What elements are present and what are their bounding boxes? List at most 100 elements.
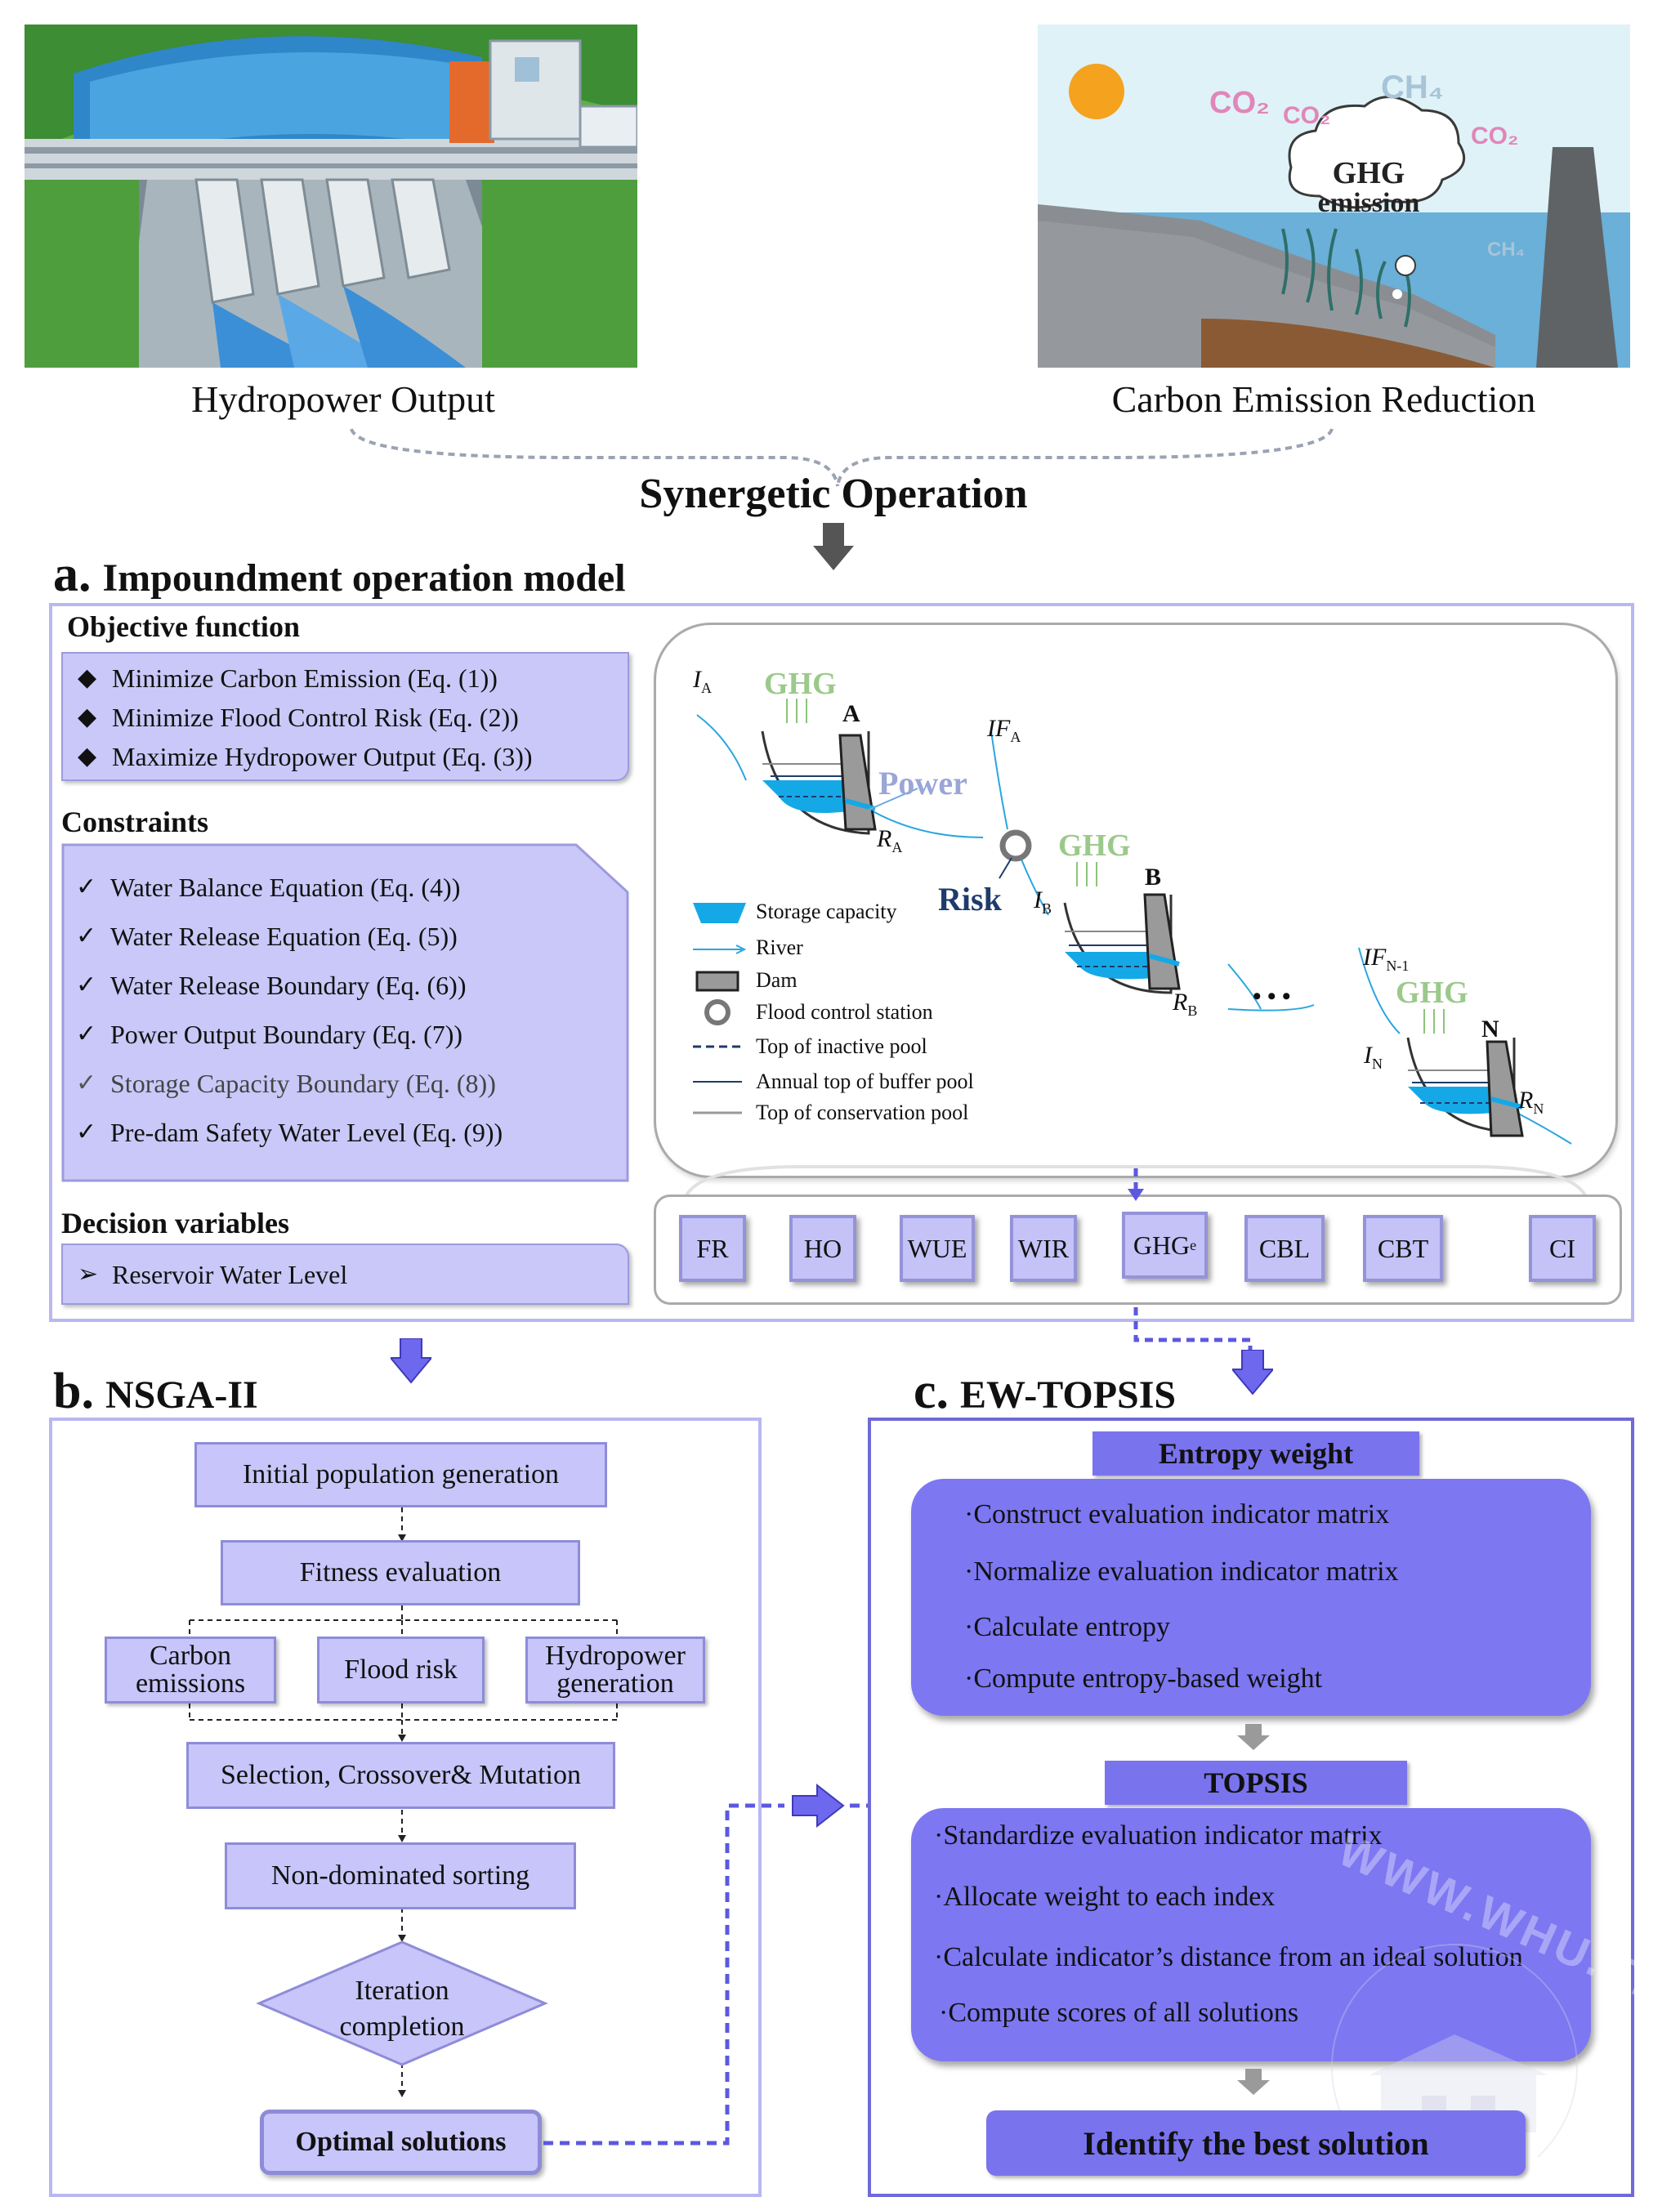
non-dominated-sorting-box: Non-dominated sorting: [225, 1842, 576, 1909]
indicator-arc: [685, 1165, 1587, 1197]
topsis-step: ·Compute scores of all solutions: [939, 1998, 1299, 2028]
entropy-step: ·Calculate entropy: [964, 1612, 1171, 1642]
iteration-completion-diamond: Iteration completion: [259, 1973, 545, 2045]
flow-label-in: IN: [1364, 1042, 1383, 1073]
nsga-flow-connectors: [189, 1507, 618, 2097]
topsis-step: ·Allocate weight to each index: [934, 1882, 1276, 1912]
power-label: Power: [878, 765, 967, 802]
legend-buffer-pool: Annual top of buffer pool: [756, 1069, 974, 1093]
objective-title: Objective function: [67, 610, 300, 643]
objective-item: Maximize Hydropower Output (Eq. (3)): [112, 742, 533, 771]
connector-b-to-c: [543, 1783, 878, 2146]
cloud-label-emission: emission: [1317, 188, 1420, 218]
flow-label-rb: RB: [1173, 989, 1197, 1020]
flow-label-ifn-sub: N-1: [1386, 958, 1410, 974]
dam-label-a: A: [842, 700, 860, 727]
co2-label-2: CO₂: [1283, 102, 1331, 129]
section-a-letter: a.: [53, 547, 92, 602]
entropy-step: ·Construct evaluation indicator matrix: [964, 1499, 1390, 1529]
legend-storage: Storage capacity: [756, 900, 897, 923]
legend-conservation-pool: Top of conservation pool: [756, 1101, 969, 1124]
carbon-caption: Carbon Emission Reduction: [1111, 378, 1536, 420]
decision-item: Reservoir Water Level: [112, 1260, 348, 1289]
synergetic-title: Synergetic Operation: [639, 471, 1028, 517]
flow-label-rn-sub: N: [1533, 1101, 1544, 1117]
flow-label-ra-sub: A: [891, 839, 903, 855]
constraint-item: Water Balance Equation (Eq. (4)): [110, 873, 461, 902]
ghg-label-a: GHG: [764, 667, 837, 701]
hydropower-generation-box: Hydropower generation: [525, 1637, 705, 1704]
flow-label-rb-main: R: [1173, 989, 1188, 1016]
flow-label-ib-main: I: [1034, 886, 1042, 913]
carbon-emissions-line1: Carbon: [149, 1641, 232, 1671]
flow-label-in-sub: N: [1372, 1056, 1383, 1072]
check-icon: ✓: [76, 1020, 97, 1047]
check-icon: ✓: [76, 922, 97, 949]
flow-label-ra-main: R: [877, 825, 892, 852]
topsis-title: TOPSIS: [1105, 1761, 1407, 1805]
carbon-emissions-box: Carbon emissions: [105, 1637, 276, 1704]
section-c-title: c.EW-TOPSIS: [914, 1363, 1176, 1421]
flow-label-ia-main: I: [693, 666, 701, 693]
topsis-steps-box: ·Standardize evaluation indicator matrix…: [911, 1808, 1591, 2061]
flow-label-ib-sub: B: [1042, 900, 1052, 917]
hydropower-caption: Hydropower Output: [191, 378, 495, 420]
section-c-letter: c.: [914, 1364, 949, 1419]
objective-item: Minimize Flood Control Risk (Eq. (2)): [112, 703, 519, 732]
check-icon: ✓: [76, 971, 97, 998]
section-c-title-text: EW-TOPSIS: [960, 1373, 1177, 1417]
entropy-step: ·Normalize evaluation indicator matrix: [964, 1556, 1399, 1587]
co2-label-3: CO₂: [1471, 123, 1519, 150]
flow-label-rn: RN: [1518, 1087, 1544, 1118]
down-arrow-entropy-to-topsis: [1237, 1724, 1270, 1750]
objective-item: Minimize Carbon Emission (Eq. (1)): [112, 663, 498, 693]
selection-crossover-box: Selection, Crossover& Mutation: [186, 1742, 615, 1809]
flow-label-rb-sub: B: [1187, 1002, 1198, 1019]
decision-box: ➢ Reservoir Water Level: [61, 1244, 629, 1305]
carbon-illustration: CO₂ CO₂ CO₂ CH₄ CH₄ GHG emission: [1038, 25, 1630, 368]
flow-label-ifa-sub: A: [1010, 729, 1021, 745]
fitness-evaluation-box: Fitness evaluation: [221, 1540, 580, 1605]
entropy-weight-title: Entropy weight: [1092, 1431, 1419, 1476]
constraints-box: ✓ Water Balance Equation (Eq. (4)) ✓ Wat…: [61, 843, 629, 1182]
flow-label-ifa-main: IF: [987, 715, 1011, 742]
ch4-label: CH₄: [1381, 69, 1444, 105]
flow-label-ia-sub: A: [701, 680, 712, 696]
indicator-ho: HO: [789, 1215, 856, 1282]
hydropower-generation-line2: generation: [556, 1668, 674, 1699]
constraint-item: Water Release Boundary (Eq. (6)): [110, 971, 467, 1000]
section-a-title: a.Impoundment operation model: [53, 546, 626, 604]
down-arrow-topsis-to-final: [1237, 2069, 1270, 2095]
cloud-label-ghg: GHG: [1332, 156, 1405, 190]
caption-connector: [350, 428, 1334, 487]
objective-box: ◆ Minimize Carbon Emission (Eq. (1)) ◆ M…: [61, 652, 629, 781]
flood-risk-box: Flood risk: [317, 1637, 485, 1704]
flow-label-ib: IB: [1034, 886, 1052, 918]
check-icon: ✓: [76, 1119, 97, 1145]
section-b-letter: b.: [53, 1364, 94, 1419]
check-icon: ✓: [76, 873, 97, 900]
flow-label-ia: IA: [693, 666, 712, 697]
check-icon: ✓: [76, 1069, 97, 1096]
decision-title: Decision variables: [61, 1207, 289, 1239]
legend-dam: Dam: [756, 968, 798, 992]
diamond-icon: ◆: [78, 703, 97, 730]
diamond-icon: ◆: [78, 743, 97, 770]
optimal-solutions-box: Optimal solutions: [260, 2110, 542, 2175]
topsis-step: ·Calculate indicator’s distance from an …: [934, 1942, 1523, 1972]
diamond-icon: ◆: [78, 664, 97, 691]
constraint-item: Storage Capacity Boundary (Eq. (8)): [110, 1069, 496, 1098]
best-solution-box: Identify the best solution: [986, 2110, 1526, 2176]
topsis-step: ·Standardize evaluation indicator matrix: [934, 1820, 1383, 1851]
constraints-title: Constraints: [61, 806, 209, 838]
flow-label-rn-main: R: [1518, 1087, 1534, 1114]
legend-inactive-pool: Top of inactive pool: [756, 1034, 927, 1058]
cascade-diagram: GHG A Power GHG B Risk GHG N • • • IA IF…: [654, 623, 1618, 1178]
dam-label-n: N: [1481, 1016, 1499, 1043]
down-arrow-to-c: [1232, 1350, 1273, 1395]
entropy-step: ·Compute entropy-based weight: [964, 1663, 1323, 1694]
constraint-item: Water Release Equation (Eq. (5)): [110, 922, 458, 951]
carbon-emissions-line2: emissions: [135, 1668, 246, 1699]
